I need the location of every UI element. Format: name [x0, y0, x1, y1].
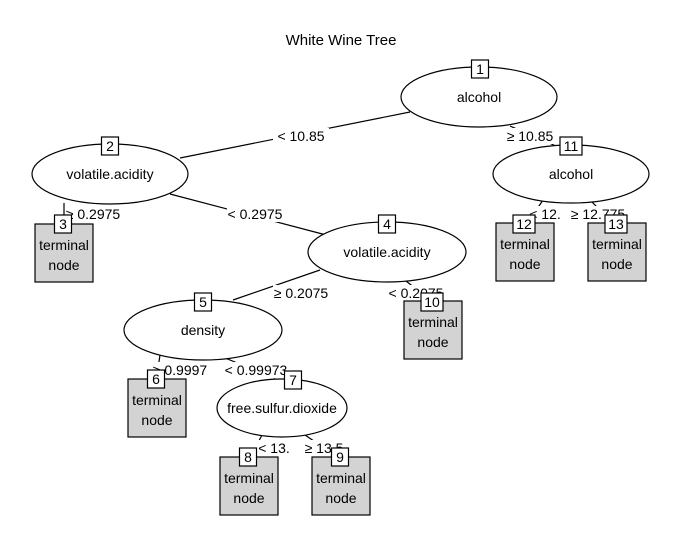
edge-label: ≥ 0.9997	[153, 362, 208, 378]
edge-label-bg	[227, 206, 283, 222]
node-index-label: 4	[383, 216, 391, 232]
edge-label: < 0.99973	[225, 362, 288, 378]
split-variable-label: volatile.acidity	[343, 244, 430, 260]
edge-label-bg	[152, 362, 208, 378]
split-variable-label: alcohol	[549, 166, 593, 182]
node-index-box	[377, 214, 397, 234]
terminal-node-box	[219, 456, 279, 516]
split-variable-label: density	[181, 322, 225, 338]
node-index-label: 8	[244, 449, 252, 465]
node-index-label: 5	[199, 294, 207, 310]
node-index-box	[512, 214, 536, 234]
node-index-label: 3	[59, 216, 67, 232]
edge-2-3: ≥ 0.2975	[63, 203, 121, 222]
edge-label: < 0.2975	[228, 206, 283, 222]
node-4: volatile.acidity 4	[307, 214, 467, 283]
node-index-label: 2	[106, 138, 114, 154]
edge-2-4: < 0.2975	[169, 193, 331, 237]
node-index-box	[100, 136, 120, 156]
node-index-box	[238, 447, 258, 467]
edge-label: < 10.85	[277, 128, 324, 144]
node-index-box	[193, 292, 213, 312]
node-index-label: 9	[336, 449, 344, 465]
node-7: free.sulfur.dioxide 7	[216, 370, 348, 438]
node-index-box	[470, 59, 490, 79]
edge-label: ≥ 0.2975	[66, 206, 121, 222]
edge-label-bg	[228, 362, 284, 378]
terminal-node-box	[311, 456, 371, 516]
node-index-label: 6	[152, 371, 160, 387]
node-index-label: 1	[476, 61, 484, 77]
edge-label: < 13.	[258, 440, 290, 456]
edge-label: ≥ 10.85	[507, 128, 554, 144]
edge-label: ≥ 0.2075	[274, 285, 329, 301]
node-11: alcohol 11	[492, 136, 650, 204]
edge-label-bg	[502, 128, 558, 144]
node-index-box	[420, 292, 444, 312]
edges-layer: < 10.85 ≥ 10.85 ≥ 0.2975 < 0.2975 ≥ 0.2075 < …	[63, 111, 626, 456]
split-variable-label: free.sulfur.dioxide	[227, 400, 337, 416]
node-index-box	[53, 214, 73, 234]
node-index-box	[559, 136, 583, 156]
edge-label-bg	[65, 206, 121, 222]
split-node-ellipse	[216, 378, 348, 438]
node-5: density 5	[123, 292, 283, 361]
split-variable-label: volatile.acidity	[66, 166, 153, 182]
node-index-box	[283, 370, 303, 390]
node-index-box	[330, 447, 350, 467]
edge-5-7: < 0.99973	[225, 357, 288, 379]
edge-1-2: < 10.85	[179, 111, 411, 159]
node-2: volatile.acidity 2	[31, 136, 189, 205]
node-index-label: 11	[564, 138, 579, 154]
split-variable-label: alcohol	[457, 89, 501, 105]
diagram-title: White Wine Tree	[286, 32, 397, 49]
node-index-label: 12	[516, 216, 532, 232]
edge-label-bg	[246, 440, 302, 456]
edge-4-5: ≥ 0.2075	[232, 269, 329, 301]
node-index-box	[146, 369, 166, 389]
edge-1-11: ≥ 10.85	[502, 125, 558, 147]
node-index-label: 7	[289, 372, 297, 388]
node-1: alcohol 1	[400, 59, 558, 128]
edge-label-bg	[273, 128, 329, 144]
node-index-box	[604, 214, 628, 234]
edge-label: < 12.	[529, 206, 561, 222]
node-index-label: 10	[424, 294, 440, 310]
node-index-label: 13	[608, 216, 624, 232]
terminal-node-box	[127, 378, 187, 438]
edge-7-8: < 13.	[246, 434, 302, 456]
edge-label-bg	[273, 285, 329, 301]
edge-5-6: ≥ 0.9997	[152, 354, 208, 378]
terminal-node-box	[34, 223, 94, 283]
